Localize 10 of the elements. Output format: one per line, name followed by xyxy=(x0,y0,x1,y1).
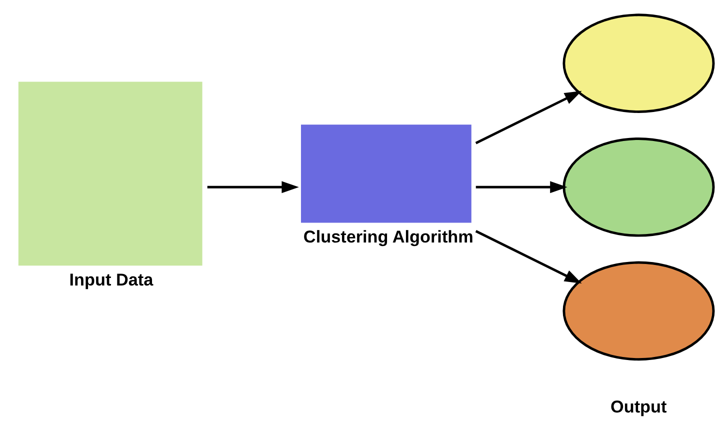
label: Output xyxy=(610,396,667,416)
arrow xyxy=(475,230,582,283)
node-label: Clustering Algorithm xyxy=(303,226,474,246)
node-box xyxy=(300,124,472,222)
node-label: Input Data xyxy=(69,268,154,289)
node-circle xyxy=(562,137,715,236)
arrow xyxy=(476,180,568,193)
node-box xyxy=(18,81,202,266)
arrow xyxy=(475,90,582,144)
arrow xyxy=(207,180,299,193)
